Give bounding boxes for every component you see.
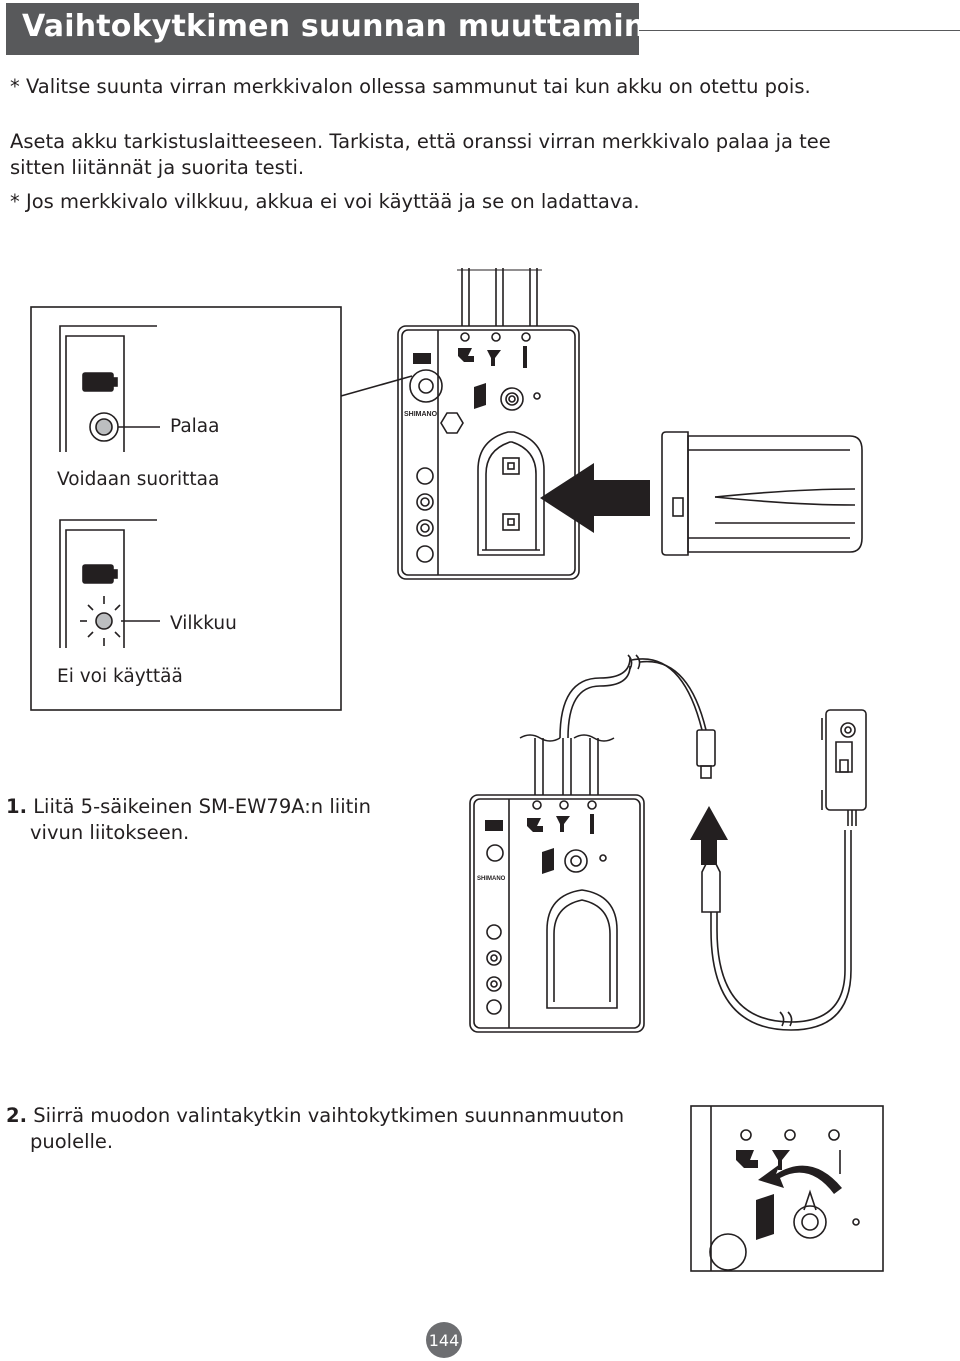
lit-indicator-icon [89,412,160,442]
step-2-text: Siirrä muodon valintakytkin vaihtokytkim… [33,1104,625,1127]
cable-assembly [627,654,867,1031]
battery-icon [82,372,118,392]
tester-device-top [397,268,650,580]
ok-label: Voidaan suorittaa [57,469,220,490]
brand-label-top: SHIMANO [404,411,438,418]
instruction-line-1: Aseta akku tarkistuslaitteeseen. Tarkist… [10,130,831,153]
battery-icon-2 [82,564,118,584]
step-1-number: 1. [6,795,27,818]
blink-label: Vilkkuu [170,613,237,634]
title-rule [639,30,960,31]
instruction-line-2: sitten liitännät ja suorita testi. [10,156,305,179]
mode-switch-closeup [690,1105,884,1272]
page-title: Vaihtokytkimen suunnan muuttaminen [22,9,688,44]
blink-indicator-icon [80,596,160,646]
step-2-number: 2. [6,1104,27,1127]
brand-label-bottom: SHIMANO [477,876,506,882]
fail-label: Ei voi käyttää [57,666,183,687]
step-2-line-2: puolelle. [30,1130,114,1153]
lit-label: Palaa [170,416,220,437]
indicator-inset [30,306,342,711]
battery-pack [661,431,863,556]
step-2-line-1: 2. Siirrä muodon valintakytkin vaihtokyt… [6,1103,624,1129]
title-bar: Vaihtokytkimen suunnan muuttaminen [6,3,687,55]
tester-device-bottom [469,657,645,1033]
note-blinking: * Jos merkkivalo vilkkuu, akkua ei voi k… [10,190,640,213]
step-1-line-2: vivun liitokseen. [30,821,190,844]
note-power-off: * Valitse suunta virran merkkivalon olle… [10,75,811,98]
step-1-text: Liitä 5-säikeinen SM-EW79A:n liitin [33,795,372,818]
step-1-line-1: 1. Liitä 5-säikeinen SM-EW79A:n liitin [6,794,371,820]
page-number: 144 [426,1322,462,1358]
